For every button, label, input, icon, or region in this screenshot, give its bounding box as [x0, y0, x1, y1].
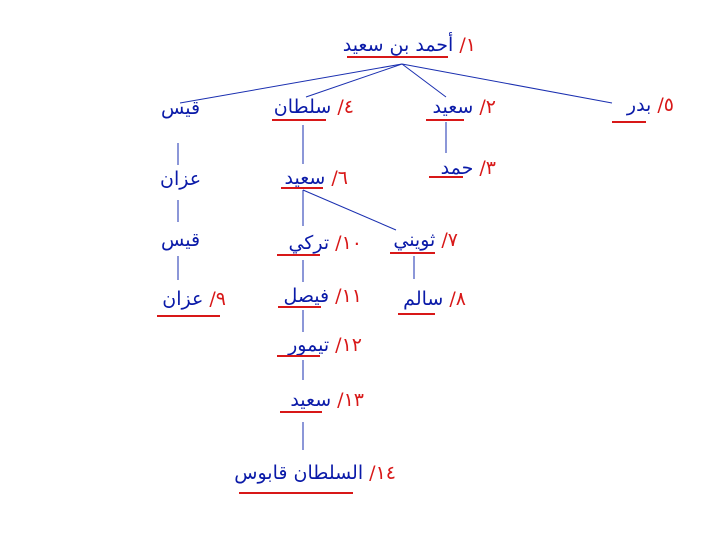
node-underline: [390, 252, 435, 254]
node-number: ٩/: [209, 288, 226, 310]
node-12: ١٢/ تيمور: [288, 333, 362, 357]
node-2: ٢/ سعيد: [433, 95, 496, 119]
node-8: ٨/ سالم: [403, 287, 466, 311]
connector-1-qais: [179, 63, 403, 104]
node-underline: [277, 355, 320, 357]
node-number: ١٣/: [337, 389, 364, 411]
node-6: ٦/ سعيد: [285, 166, 348, 190]
node-underline: [239, 492, 353, 494]
node-number: ١٠/: [335, 232, 362, 254]
node-5: ٥/ بدر: [627, 93, 674, 117]
node-14: ١٤/ السلطان قابوس: [234, 461, 396, 485]
node-7: ٧/ ثويني: [393, 228, 458, 252]
node-underline: [347, 56, 448, 58]
node-underline: [157, 315, 220, 317]
node-number: ١١/: [335, 285, 362, 307]
node-name: حمد: [440, 157, 474, 179]
node-name: ثويني: [393, 229, 436, 251]
node-underline: [278, 306, 321, 308]
connector-1-5: [401, 63, 613, 104]
connector-6-7: [302, 189, 397, 231]
node-qais-2: قيس: [161, 228, 200, 252]
node-name: أحمد بن سعيد: [342, 34, 454, 56]
node-underline: [429, 176, 463, 178]
node-underline: [277, 254, 320, 256]
node-name: فيصل: [283, 285, 330, 307]
node-4: ٤/ سلطان: [274, 95, 354, 119]
node-number: ٨/: [449, 288, 466, 310]
node-number: ٦/: [331, 167, 348, 189]
node-number: ٢/: [479, 96, 496, 118]
node-name: سعيد: [284, 167, 326, 189]
node-name: عزان: [160, 168, 202, 190]
node-name: سالم: [403, 288, 444, 310]
node-1: ١/ أحمد بن سعيد: [343, 33, 476, 57]
node-name: قيس: [161, 229, 201, 251]
node-name: عزان: [162, 288, 204, 310]
node-number: ١/: [459, 34, 476, 56]
node-name: تركي: [288, 232, 330, 254]
node-underline: [426, 119, 464, 121]
connector-1-2: [401, 63, 447, 98]
node-13: ١٣/ سعيد: [290, 388, 364, 412]
node-underline: [281, 187, 323, 189]
node-name: سلطان: [273, 96, 332, 118]
node-name: قيس: [161, 97, 201, 119]
node-number: ١٤/: [369, 462, 396, 484]
node-number: ٤/: [337, 96, 354, 118]
node-name: تيمور: [288, 334, 330, 356]
node-underline: [612, 121, 646, 123]
node-10: ١٠/ تركي: [288, 231, 362, 255]
node-3: ٣/ حمد: [441, 156, 496, 180]
node-name: سعيد: [432, 96, 474, 118]
node-underline: [398, 313, 435, 315]
node-number: ٥/: [657, 94, 674, 116]
node-name: بدر: [626, 94, 652, 116]
node-11: ١١/ فيصل: [283, 284, 362, 308]
node-underline: [280, 411, 322, 413]
node-qais-1: قيس: [161, 96, 200, 120]
node-number: ١٢/: [335, 334, 362, 356]
node-underline: [272, 119, 326, 121]
node-name: سعيد: [290, 389, 332, 411]
node-azzan-1: عزان: [160, 167, 201, 191]
node-number: ٣/: [479, 157, 496, 179]
connector-1-4: [305, 63, 403, 98]
node-number: ٧/: [441, 229, 458, 251]
node-9: ٩/ عزان: [162, 287, 226, 311]
node-name: السلطان قابوس: [234, 462, 364, 484]
